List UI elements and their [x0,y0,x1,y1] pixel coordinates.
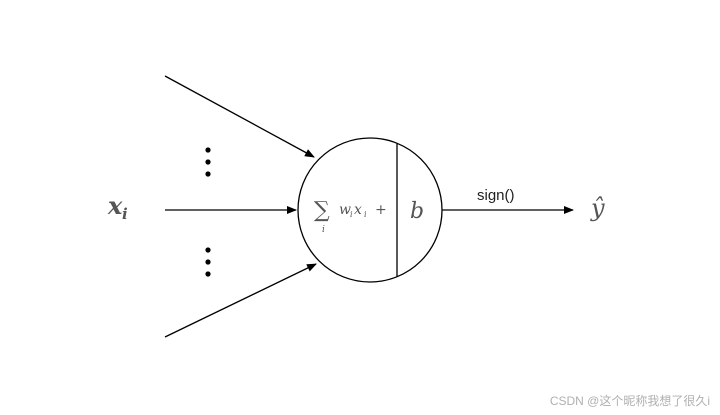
input-arrow-top [164,75,315,158]
input-label-subscript: i [122,205,128,223]
input-term: x [354,202,362,218]
input-arrow-bottom [164,263,317,338]
bias-label: b [410,199,424,224]
watermark: CSDN @这个昵称我想了很久i [549,394,710,408]
ellipsis-dots-upper [205,147,211,177]
input-label-base: x [107,191,123,220]
input-label: x i [107,191,128,223]
weight-term: w [339,202,351,218]
ellipsis-dots-lower [205,247,211,277]
plus-sign: + [375,202,387,218]
sum-expression: ∑ i w i x i + [314,198,387,235]
sigma-symbol: ∑ [314,198,330,223]
input-subscript: i [364,210,367,219]
output-label: ŷ [590,194,605,222]
activation-label: sign() [477,187,515,204]
weight-subscript: i [350,210,353,219]
sigma-index: i [322,225,325,235]
